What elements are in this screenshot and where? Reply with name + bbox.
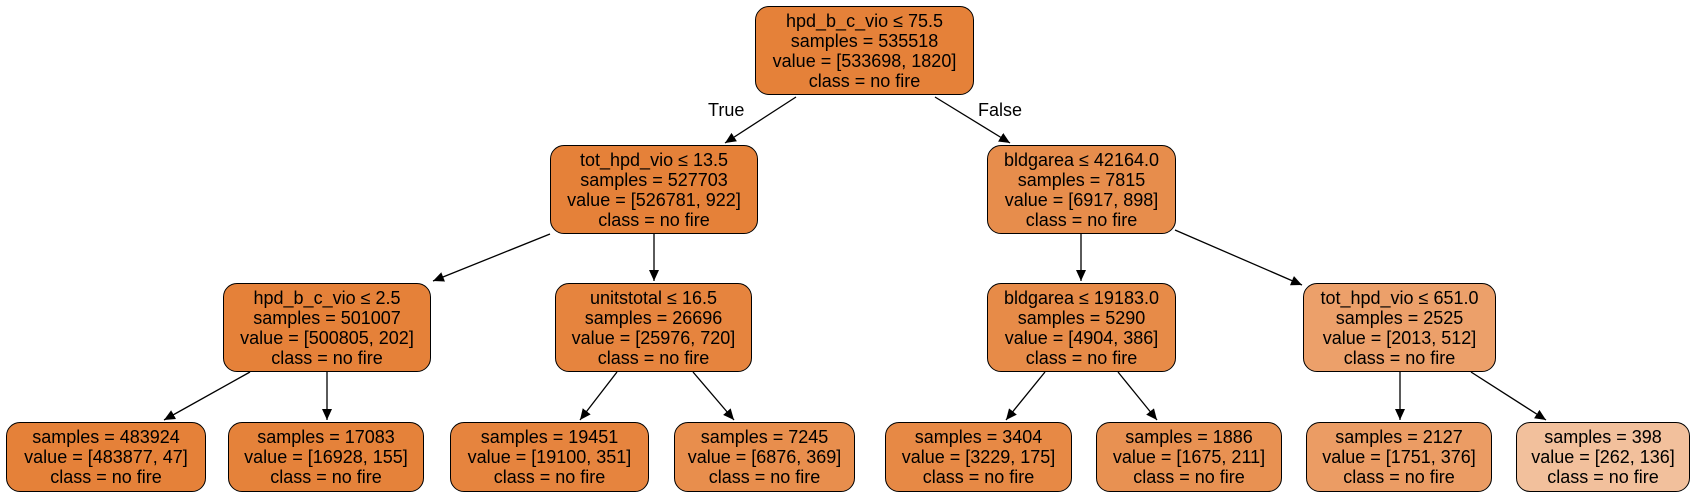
tree-edge-arrow <box>1174 229 1303 286</box>
node-text-line: samples = 7815 <box>1017 169 1146 190</box>
node-text-line: hpd_b_c_vio ≤ 75.5 <box>786 10 943 31</box>
tree-edge-arrow <box>163 371 251 421</box>
node-text-line: value = [483877, 47] <box>24 447 188 467</box>
node-text-line: bldgarea ≤ 42164.0 <box>1003 149 1159 170</box>
node-text-line: samples = 535518 <box>790 30 939 51</box>
node-text-line: samples = 483924 <box>32 427 180 447</box>
node-text-line: value = [6917, 898] <box>1004 189 1159 210</box>
tree-edge-arrow <box>934 96 1011 144</box>
node-text-line: class = no fire <box>1343 467 1455 487</box>
node-text-line: class = no fire <box>597 347 710 368</box>
edge-label-false: False <box>978 100 1023 120</box>
node-text-line: samples = 17083 <box>257 427 395 447</box>
node-text-line: value = [4904, 386] <box>1004 327 1159 348</box>
tree-edge-arrow <box>432 233 551 282</box>
node-text-line: class = no fire <box>270 467 382 487</box>
node-text-line: samples = 7245 <box>700 427 829 447</box>
node-text-line: value = [3229, 175] <box>901 447 1056 467</box>
node-text-line: value = [533698, 1820] <box>772 50 957 71</box>
node-text-line: value = [1751, 376] <box>1322 447 1476 467</box>
node-text-line: value = [16928, 155] <box>244 447 408 467</box>
node-text-line: value = [6876, 369] <box>687 447 842 467</box>
edge-label-true: True <box>708 100 745 120</box>
node-text-line: samples = 26696 <box>584 307 723 328</box>
node-text-line: class = no fire <box>808 70 921 91</box>
node-text-line: class = no fire <box>1025 209 1138 230</box>
node-text-line: tot_hpd_vio ≤ 13.5 <box>580 149 728 170</box>
node-text-line: samples = 527703 <box>580 169 728 190</box>
node-text-line: samples = 1886 <box>1125 427 1253 447</box>
node-text-line: class = no fire <box>271 347 383 368</box>
tree-edge-arrow <box>724 96 797 144</box>
node-text-line: class = no fire <box>1133 467 1245 487</box>
tree-edge-arrow <box>579 371 618 421</box>
node-text-line: value = [19100, 351] <box>467 447 632 467</box>
node-text-line: samples = 3404 <box>914 427 1043 447</box>
node-text-line: class = no fire <box>50 467 162 487</box>
node-text-line: class = no fire <box>1025 347 1138 368</box>
node-text-line: value = [1675, 211] <box>1112 447 1266 467</box>
node-text-line: class = no fire <box>708 467 821 487</box>
node-text-line: class = no fire <box>1343 347 1456 368</box>
node-text-line: value = [500805, 202] <box>240 327 414 348</box>
node-text-line: bldgarea ≤ 19183.0 <box>1003 287 1159 308</box>
node-text-line: class = no fire <box>493 467 606 487</box>
tree-edge-arrow <box>1005 371 1046 421</box>
node-text-line: samples = 398 <box>1544 427 1662 447</box>
node-text-line: class = no fire <box>598 209 710 230</box>
node-text-line: value = [25976, 720] <box>571 327 736 348</box>
tree-edge-arrow <box>1117 371 1158 421</box>
node-text-line: class = no fire <box>922 467 1035 487</box>
node-text-line: samples = 5290 <box>1017 307 1146 328</box>
node-text-line: samples = 19451 <box>480 427 619 447</box>
node-text-line: samples = 2127 <box>1335 427 1463 447</box>
node-text-line: value = [2013, 512] <box>1322 327 1477 348</box>
node-text-line: value = [526781, 922] <box>567 189 741 210</box>
node-text-line: value = [262, 136] <box>1531 447 1675 467</box>
tree-edge-arrow <box>692 371 735 421</box>
node-text-line: unitstotal ≤ 16.5 <box>590 287 717 308</box>
node-text-line: class = no fire <box>1547 467 1659 487</box>
node-text-line: tot_hpd_vio ≤ 651.0 <box>1320 287 1479 308</box>
node-text-line: samples = 501007 <box>253 307 401 328</box>
node-text-line: samples = 2525 <box>1335 307 1464 328</box>
tree-edge-arrow <box>1470 371 1547 421</box>
node-text-line: hpd_b_c_vio ≤ 2.5 <box>253 287 401 308</box>
